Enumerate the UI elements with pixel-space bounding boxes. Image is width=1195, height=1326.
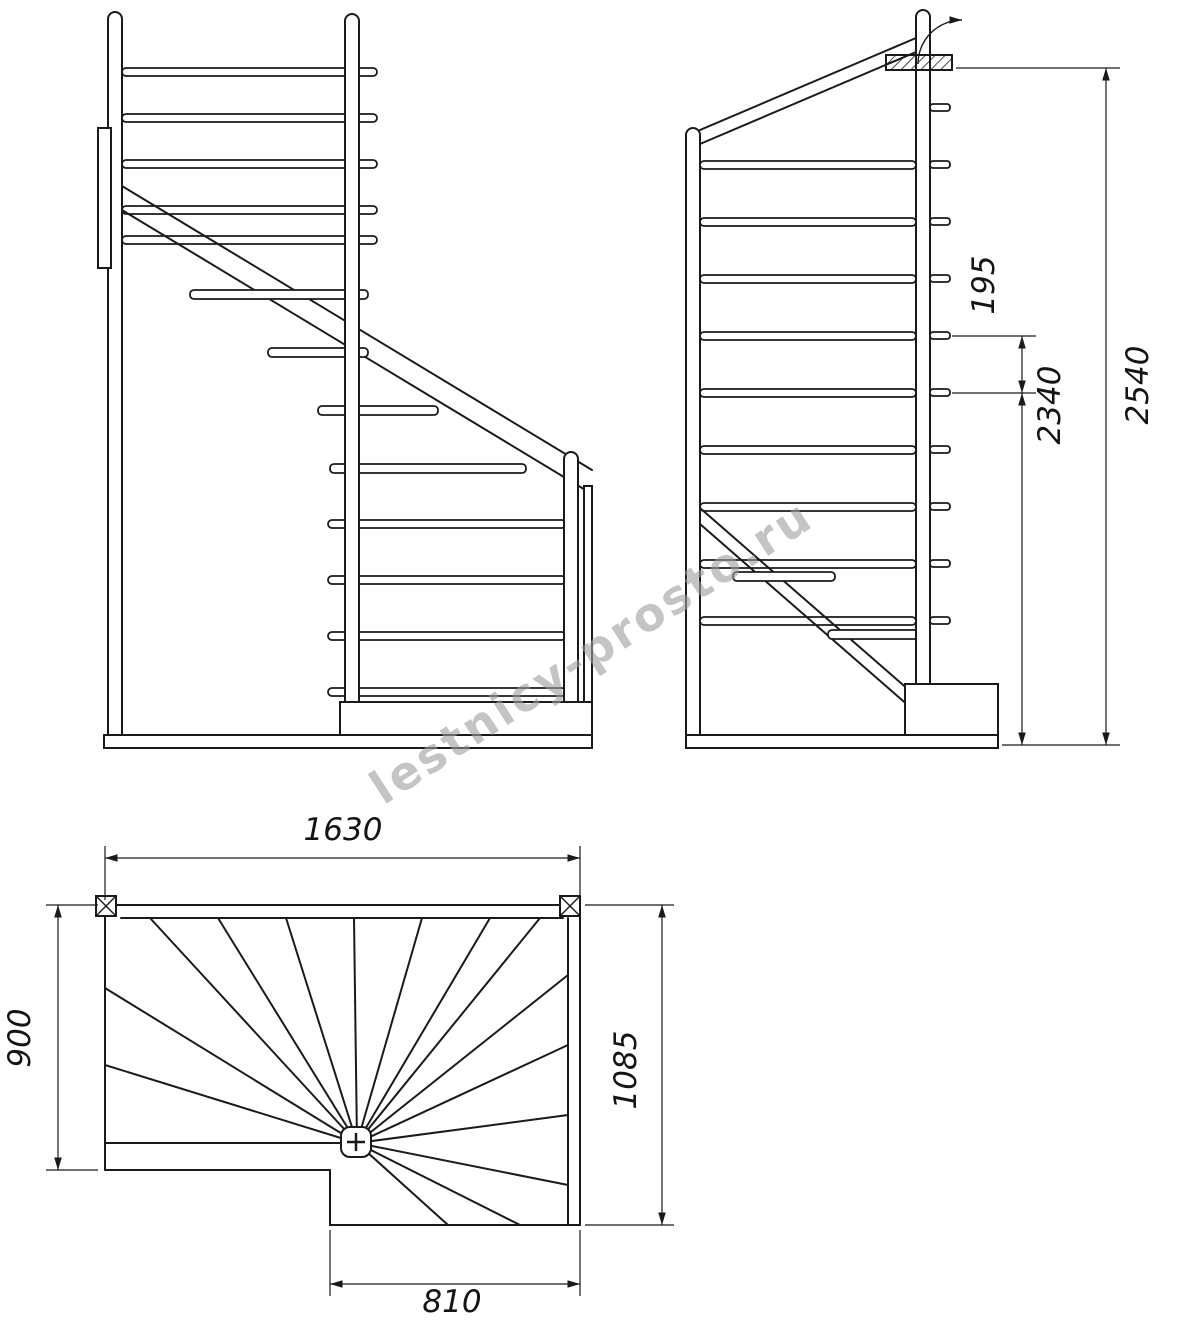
side-left-post bbox=[685, 127, 701, 749]
front-center-post bbox=[344, 13, 360, 749]
dimension-plan-side-right: 1085 bbox=[608, 1031, 644, 1110]
front-elevation-view bbox=[97, 11, 593, 749]
ascend-direction-arrow bbox=[917, 16, 963, 65]
side-stringer bbox=[699, 507, 919, 715]
side-center-post bbox=[915, 9, 931, 736]
side-base-plinth bbox=[685, 734, 999, 749]
dimension-lower-flight-width: 810 bbox=[422, 1284, 481, 1320]
plan-center-post bbox=[340, 1126, 372, 1158]
front-right-stringer-end bbox=[583, 485, 593, 736]
front-left-post bbox=[107, 11, 123, 749]
plan-outline bbox=[104, 904, 581, 1226]
front-lower-rails bbox=[327, 519, 567, 697]
plan-dimensions: 1630 900 1085 810 bbox=[2, 812, 674, 1320]
side-treads bbox=[732, 571, 931, 640]
front-base-plinth bbox=[103, 734, 593, 749]
plan-corner-posts bbox=[95, 895, 581, 917]
front-bottom-step bbox=[339, 701, 593, 736]
side-handrail bbox=[699, 37, 917, 145]
side-rung-stubs bbox=[929, 103, 951, 625]
side-bottom-step bbox=[904, 683, 999, 736]
front-upper-rails bbox=[121, 67, 378, 245]
dimension-railing-height: 2340 bbox=[1032, 366, 1068, 445]
side-elevation-view: 195 2340 2540 bbox=[685, 9, 1156, 749]
side-dimensions: 195 2340 2540 bbox=[952, 67, 1156, 746]
dimension-plan-length: 1630 bbox=[304, 812, 383, 848]
front-treads bbox=[189, 289, 527, 474]
dimension-plan-side-left: 900 bbox=[2, 1008, 38, 1067]
front-right-post bbox=[563, 451, 579, 736]
front-wall-board bbox=[97, 127, 112, 269]
dimension-total-height: 2540 bbox=[1120, 346, 1156, 425]
dimension-step-rise: 195 bbox=[966, 255, 1002, 314]
plan-winder-treads bbox=[104, 917, 569, 1226]
plan-view: 1630 900 1085 810 bbox=[2, 812, 674, 1320]
